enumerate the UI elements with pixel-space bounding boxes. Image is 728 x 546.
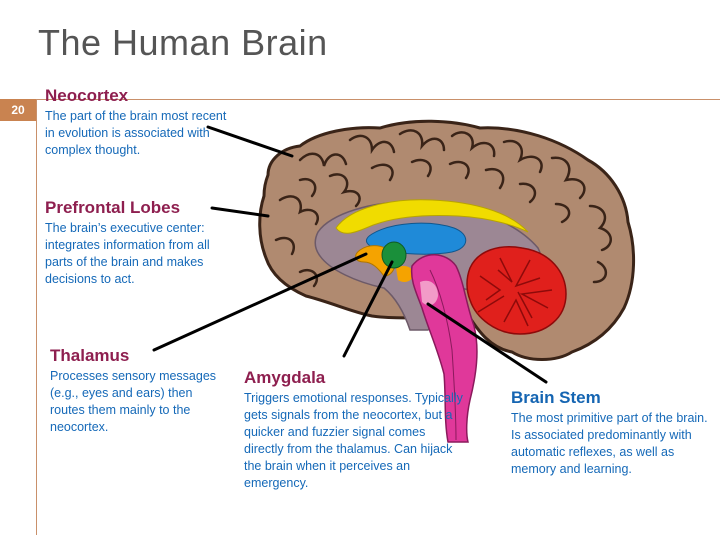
thalamus-label: Thalamus Processes sensory messages (e.g…: [50, 346, 226, 436]
amygdala-description: Triggers emotional responses. Typically …: [244, 391, 463, 490]
left-margin-line: [36, 99, 37, 535]
amygdala-label: Amygdala Triggers emotional responses. T…: [244, 368, 466, 492]
thalamus-pointer: [152, 252, 368, 352]
brainstem-label: Brain Stem The most primitive part of th…: [511, 388, 711, 478]
corpus-callosum-shape: [335, 199, 529, 234]
cerebellum-folds: [477, 257, 553, 327]
prefrontal-description: The brain’s executive center: integrates…: [45, 221, 210, 286]
prefrontal-pointer: [210, 206, 270, 218]
neocortex-heading: Neocortex: [45, 86, 129, 105]
neocortex-pointer: [206, 125, 294, 158]
pointer-lines: [152, 125, 548, 384]
slide-title: The Human Brain: [38, 22, 328, 63]
slide-number-badge: 20: [0, 99, 36, 121]
amygdala-heading: Amygdala: [244, 368, 326, 387]
brainstem-heading: Brain Stem: [511, 388, 601, 407]
cortex-folds: [274, 129, 612, 288]
title-divider: [28, 99, 720, 100]
prefrontal-heading: Prefrontal Lobes: [45, 198, 181, 217]
amygdala-shape: [381, 241, 407, 269]
pons-shape: [420, 280, 438, 306]
prefrontal-label: Prefrontal Lobes The brain’s executive c…: [45, 198, 237, 288]
brainstem-pointer: [426, 302, 548, 384]
neocortex-description: The part of the brain most recent in evo…: [45, 109, 227, 157]
brainstem-description: The most primitive part of the brain. Is…: [511, 411, 708, 476]
thalamus-description: Processes sensory messages (e.g., eyes a…: [50, 369, 217, 434]
thalamus-heading: Thalamus: [50, 346, 130, 365]
amygdala-pointer: [342, 260, 394, 358]
hypothalamus-shape: [396, 266, 414, 282]
brainstem-detail: [429, 269, 457, 441]
cerebellum-shape: [466, 246, 567, 335]
neocortex-label: Neocortex The part of the brain most rec…: [45, 86, 235, 159]
